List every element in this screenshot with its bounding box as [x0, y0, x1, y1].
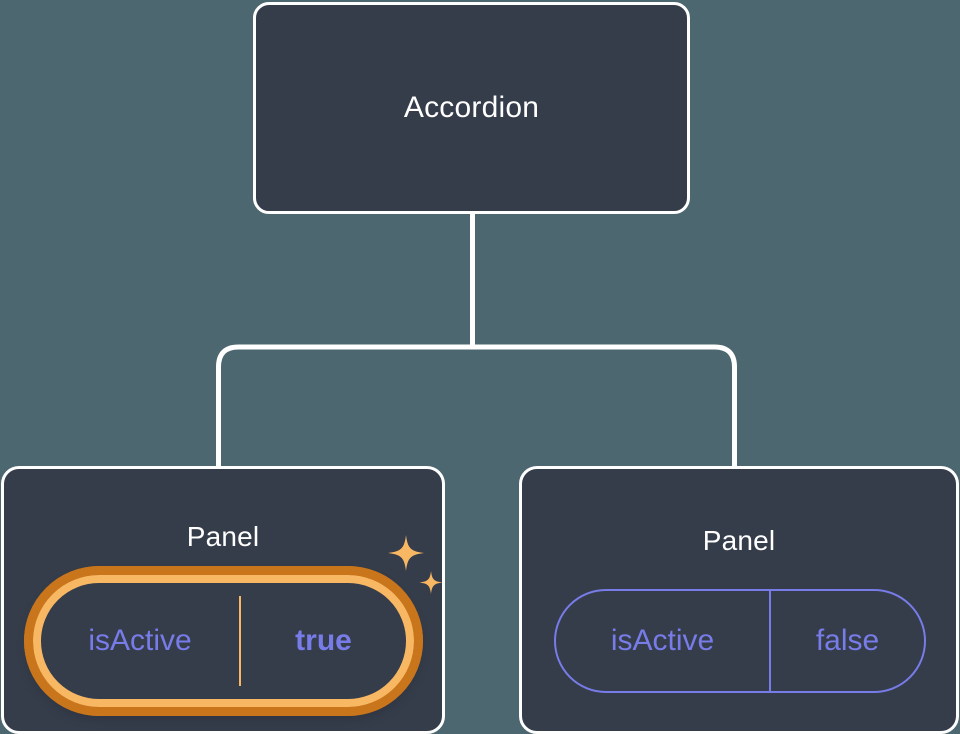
node-panel-left-label: Panel	[186, 521, 260, 552]
prop-pill-isactive-true[interactable]: isActive true	[24, 566, 423, 716]
connector-branch-bus	[216, 344, 737, 470]
prop-pill-isactive-false[interactable]: isActive false	[554, 589, 926, 693]
prop-pill-divider	[769, 591, 771, 691]
prop-pill-value: false	[815, 624, 880, 657]
node-accordion[interactable]: Accordion	[253, 2, 690, 214]
prop-pill-key: isActive	[88, 624, 192, 657]
prop-pill-key: isActive	[610, 624, 715, 657]
prop-pill-value: true	[295, 624, 352, 657]
node-panel-right-label: Panel	[702, 525, 776, 556]
node-accordion-label: Accordion	[403, 91, 540, 124]
prop-pill-divider	[239, 596, 241, 686]
